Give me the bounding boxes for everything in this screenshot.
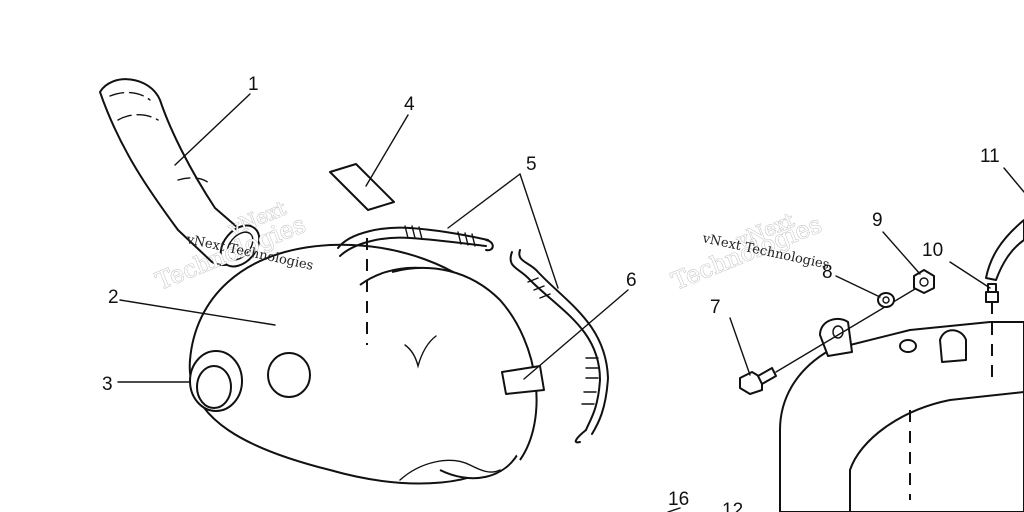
bolt-part-7 <box>739 285 921 395</box>
watermark-right: vNext Technologies vNext Technologies <box>667 207 830 296</box>
callout-10: 10 <box>922 240 943 261</box>
fitting-part-10 <box>985 283 999 380</box>
callout-11: 11 <box>980 146 1000 167</box>
callout-3: 3 <box>102 374 113 395</box>
nut-part-9 <box>913 269 935 294</box>
callout-5: 5 <box>526 154 537 175</box>
callout-6: 6 <box>626 270 637 291</box>
callout-labels: 1 2 3 4 5 6 7 8 9 10 11 16 12 <box>102 74 1000 512</box>
bracket-assembly <box>779 317 1024 512</box>
intake-collar-part-3 <box>189 350 243 412</box>
spring-strap-part-5 <box>337 225 609 444</box>
callout-4: 4 <box>404 94 415 115</box>
decal-part-4 <box>329 163 395 211</box>
callout-9: 9 <box>872 210 883 231</box>
callout-12: 12 <box>722 500 743 512</box>
washer-part-8 <box>877 292 895 308</box>
callout-2: 2 <box>108 287 119 308</box>
callout-1: 1 <box>248 74 259 95</box>
hose-part-11 <box>985 219 1024 281</box>
callout-7: 7 <box>710 297 721 318</box>
retainer-tag-part-6 <box>501 365 545 395</box>
callout-8: 8 <box>822 262 833 283</box>
callout-16: 16 <box>668 489 689 510</box>
leader-lines <box>117 93 1024 512</box>
airbox-body-part-2 <box>188 238 538 485</box>
hose-part-1 <box>99 78 261 268</box>
